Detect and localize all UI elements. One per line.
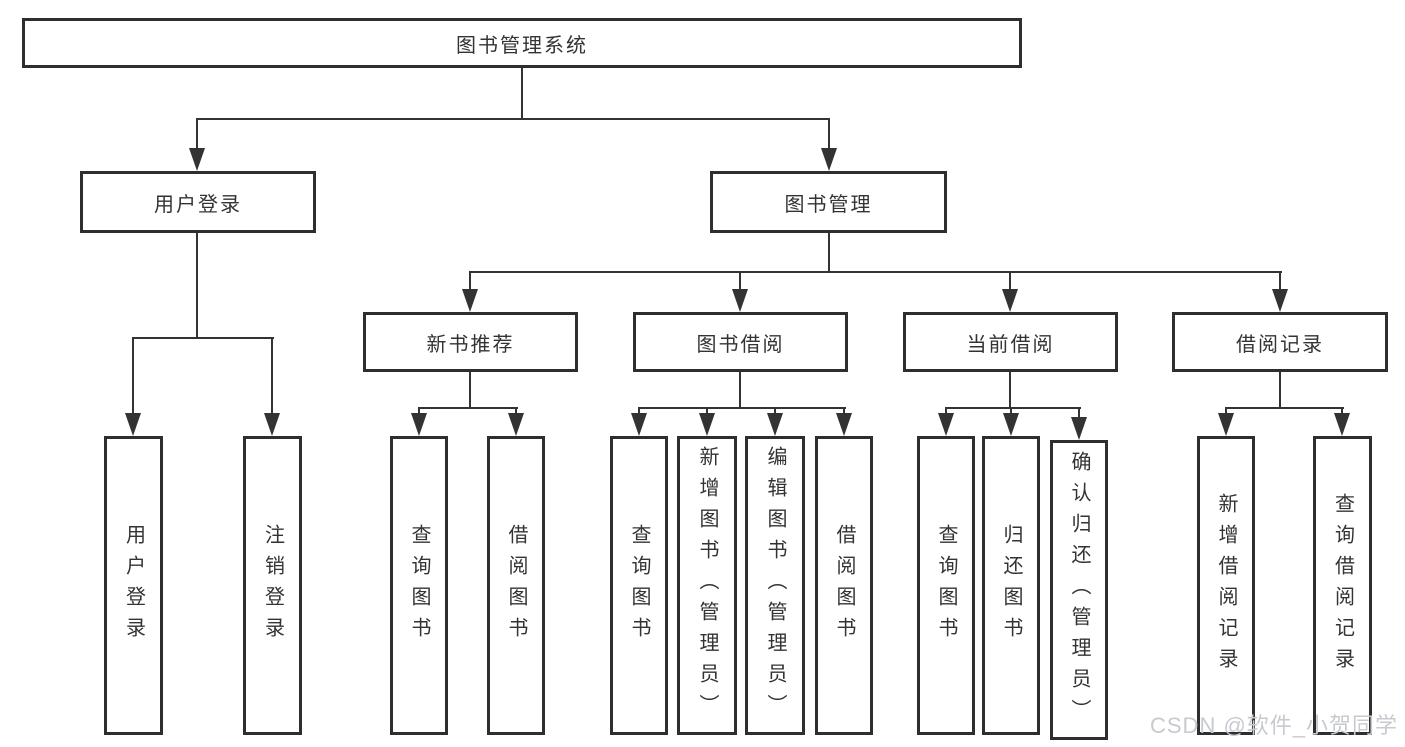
- node-label: 图书管理: [784, 193, 873, 216]
- connector-line: [774, 407, 776, 417]
- leaf-label: 新增借阅记录: [1215, 492, 1237, 679]
- arrow-down-icon: [411, 413, 427, 436]
- connector-line: [1078, 407, 1080, 421]
- connector-line: [1009, 271, 1011, 291]
- node-borrow-records: 借阅记录: [1172, 312, 1388, 372]
- connector-line: [521, 68, 523, 119]
- connector-line: [515, 407, 517, 417]
- connector-line: [828, 118, 830, 151]
- connector-line: [1010, 407, 1012, 417]
- arrow-down-icon: [732, 289, 748, 312]
- connector-line: [469, 372, 471, 409]
- connector-line: [196, 118, 830, 120]
- connector-line: [843, 407, 845, 417]
- leaf-return-books: 归还图书: [982, 436, 1040, 735]
- arrow-down-icon: [462, 289, 478, 312]
- node-label: 用户登录: [154, 193, 242, 216]
- connector-line: [1279, 271, 1281, 291]
- leaf-add-borrow-record: 新增借阅记录: [1197, 436, 1255, 735]
- leaf-add-books-admin: 新增图书（管理员）: [677, 436, 737, 735]
- arrow-down-icon: [1071, 417, 1087, 440]
- arrow-down-icon: [699, 413, 715, 436]
- connector-line: [1341, 407, 1343, 417]
- arrow-down-icon: [631, 413, 647, 436]
- arrow-down-icon: [508, 413, 524, 436]
- node-label: 借阅记录: [1236, 333, 1324, 356]
- node-current-borrow: 当前借阅: [903, 312, 1118, 372]
- arrow-down-icon: [189, 148, 205, 171]
- connector-line: [132, 337, 134, 417]
- connector-line: [706, 407, 708, 417]
- node-label: 新书推荐: [426, 333, 515, 356]
- leaf-edit-books-admin: 编辑图书（管理员）: [745, 436, 805, 735]
- leaf-query-books-3: 查询图书: [917, 436, 975, 735]
- arrow-down-icon: [767, 413, 783, 436]
- connector-line: [196, 233, 198, 339]
- arrow-down-icon: [1272, 289, 1288, 312]
- node-label: 当前借阅: [966, 333, 1055, 356]
- arrow-down-icon: [1334, 413, 1350, 436]
- leaf-label: 借阅图书: [833, 523, 855, 648]
- leaf-query-books-2: 查询图书: [610, 436, 668, 735]
- node-label: 图书管理系统: [456, 34, 588, 57]
- leaf-label: 注销登录: [261, 523, 284, 648]
- node-label: 图书借阅: [696, 333, 785, 356]
- leaf-label: 查询图书: [935, 523, 957, 648]
- leaf-borrow-books-2: 借阅图书: [815, 436, 873, 735]
- arrow-down-icon: [1218, 413, 1234, 436]
- connector-line: [1225, 407, 1227, 417]
- arrow-down-icon: [836, 413, 852, 436]
- node-book-management: 图书管理: [710, 171, 947, 233]
- connector-line: [828, 233, 830, 273]
- connector-line: [638, 407, 846, 409]
- arrow-down-icon: [938, 413, 954, 436]
- node-user-login: 用户登录: [80, 171, 316, 233]
- leaf-label: 用户登录: [122, 523, 145, 648]
- leaf-label: 归还图书: [1000, 523, 1022, 648]
- connector-line: [945, 407, 947, 417]
- leaf-logout: 注销登录: [243, 436, 302, 735]
- connector-line: [739, 271, 741, 291]
- connector-line: [418, 407, 518, 409]
- connector-line: [945, 407, 1081, 409]
- connector-line: [132, 337, 274, 339]
- leaf-confirm-return-admin: 确认归还（管理员）: [1050, 440, 1108, 740]
- leaf-user-login: 用户登录: [104, 436, 163, 735]
- arrow-down-icon: [1002, 289, 1018, 312]
- leaf-label: 查询借阅记录: [1331, 492, 1354, 679]
- connector-line: [1225, 407, 1344, 409]
- connector-line: [271, 337, 273, 417]
- arrow-down-icon: [821, 148, 837, 171]
- connector-line: [418, 407, 420, 417]
- node-new-book-recommend: 新书推荐: [363, 312, 578, 372]
- leaf-label: 编辑图书（管理员）: [764, 446, 786, 725]
- leaf-query-books-1: 查询图书: [390, 436, 448, 735]
- watermark: CSDN @软件_小贺同学: [1150, 713, 1399, 738]
- leaf-label: 借阅图书: [505, 523, 527, 648]
- leaf-label: 确认归还（管理员）: [1068, 450, 1090, 730]
- connector-line: [1279, 372, 1281, 409]
- connector-line: [469, 271, 1282, 273]
- connector-line: [196, 118, 198, 151]
- arrow-down-icon: [264, 413, 280, 436]
- leaf-label: 查询图书: [408, 523, 430, 648]
- leaf-query-borrow-record: 查询借阅记录: [1313, 436, 1372, 735]
- connector-line: [638, 407, 640, 417]
- leaf-borrow-books-1: 借阅图书: [487, 436, 545, 735]
- node-book-borrow: 图书借阅: [633, 312, 848, 372]
- leaf-label: 查询图书: [628, 523, 650, 648]
- connector-line: [1009, 372, 1011, 409]
- connector-line: [739, 372, 741, 409]
- leaf-label: 新增图书（管理员）: [696, 446, 718, 725]
- arrow-down-icon: [125, 413, 141, 436]
- node-root: 图书管理系统: [22, 18, 1022, 68]
- arrow-down-icon: [1003, 413, 1019, 436]
- connector-line: [469, 271, 471, 291]
